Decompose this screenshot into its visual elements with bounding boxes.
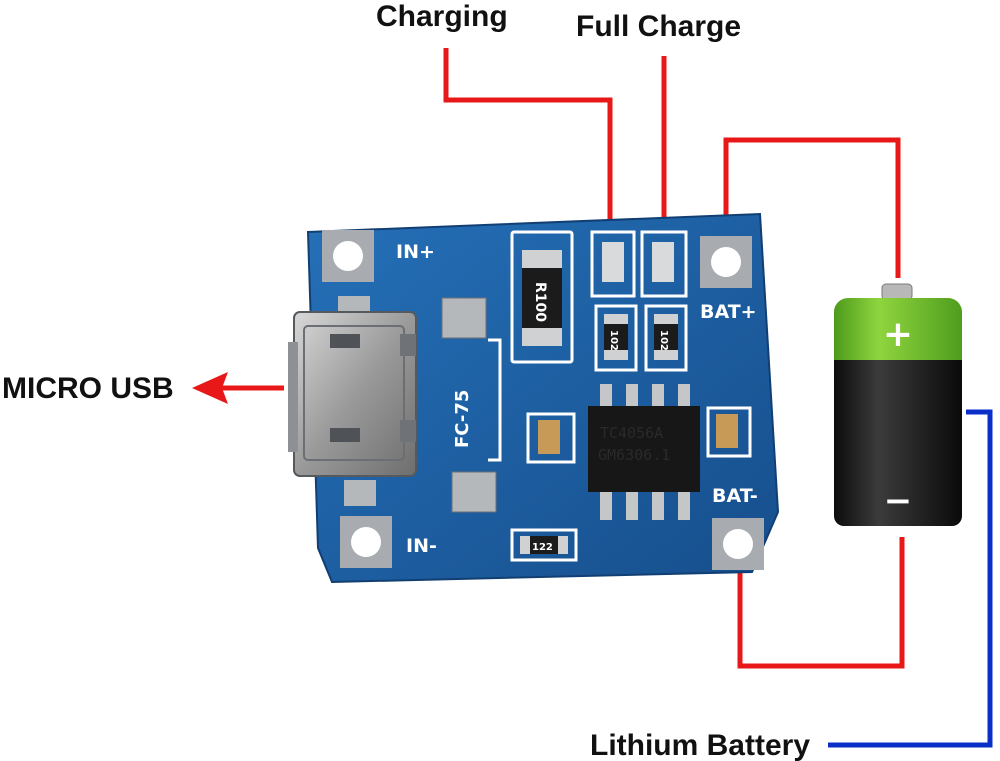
- battery-terminal: [881, 283, 913, 301]
- bat-plus-label: BAT+: [700, 301, 757, 323]
- charging-led: [602, 242, 624, 282]
- tc4056a-chip: TC4056A GM6306.1: [588, 384, 700, 520]
- micro-usb-port: [288, 311, 417, 477]
- solder-pad: [451, 471, 497, 513]
- tp4056-board: IN+ BAT+ BAT- IN- FC-75 R100: [288, 212, 780, 584]
- bat-minus-label: BAT-: [712, 485, 758, 507]
- lithium-battery: + −: [834, 283, 962, 526]
- battery-plus-sign: +: [883, 314, 913, 355]
- bat-minus-wire: [737, 537, 905, 669]
- chip-marking-1: TC4056A: [600, 424, 663, 442]
- smd-resistor-1: 102: [604, 314, 628, 360]
- in-plus-label: IN+: [396, 241, 435, 263]
- svg-text:122: 122: [532, 542, 553, 553]
- capacitor: [716, 414, 738, 448]
- charging-wire: [443, 48, 613, 262]
- resistor-r100: R100: [522, 250, 562, 346]
- lithium-battery-wire: [828, 409, 993, 748]
- micro-usb-arrow: [192, 372, 284, 404]
- fc-label: FC-75: [452, 390, 473, 448]
- bat-plus-wire: [723, 137, 901, 278]
- solder-pad: [344, 480, 376, 506]
- svg-text:R100: R100: [532, 282, 548, 322]
- bat-minus-pad: [712, 518, 764, 570]
- svg-text:102: 102: [658, 330, 669, 351]
- chip-marking-2: GM6306.1: [598, 446, 670, 464]
- solder-pad: [441, 297, 487, 339]
- in-minus-label: IN-: [406, 535, 437, 557]
- lithium-battery-label: Lithium Battery: [590, 729, 810, 761]
- capacitor: [538, 420, 560, 454]
- in-minus-pad: [340, 516, 392, 568]
- smd-resistor-3: 122: [520, 536, 568, 554]
- full-charge-label: Full Charge: [576, 10, 741, 43]
- micro-usb-label: MICRO USB: [2, 372, 174, 405]
- battery-minus-sign: −: [884, 481, 913, 521]
- smd-resistor-2: 102: [654, 314, 678, 360]
- bat-plus-pad: [700, 236, 752, 288]
- silkscreen-outlines: [488, 230, 752, 562]
- charging-label: Charging: [376, 0, 508, 33]
- in-plus-pad: [322, 230, 374, 282]
- svg-text:102: 102: [608, 330, 619, 351]
- full-charge-led: [652, 242, 674, 282]
